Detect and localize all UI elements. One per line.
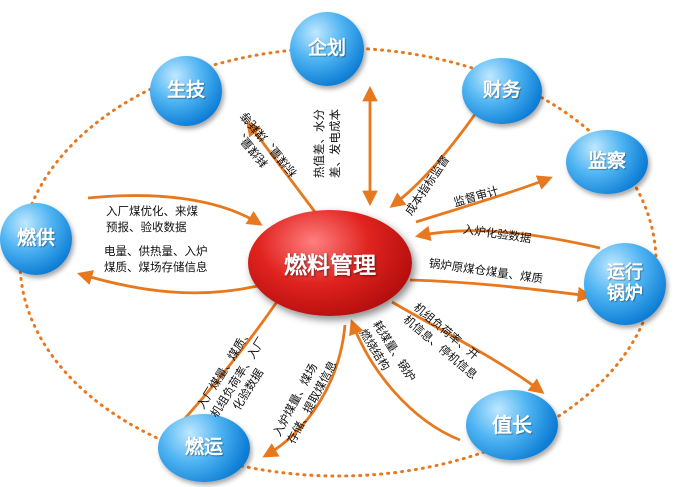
arrow-ranyun-to-center bbox=[176, 287, 287, 427]
label-ranggong-out: 电量、供热量、入炉 煤质、煤场存储信息 bbox=[104, 244, 208, 275]
node-ranggong: 燃供 bbox=[0, 203, 72, 275]
node-yunxing-text: 运行锅炉 bbox=[607, 262, 643, 304]
label-qihua: 热值差、水分 差、发电成本 bbox=[312, 109, 343, 178]
node-qihua: 企划 bbox=[290, 12, 364, 86]
arrow-center-to-shengji bbox=[246, 120, 317, 213]
node-ranyun: 燃运 bbox=[158, 414, 250, 482]
arrow-center-to-ranggong bbox=[77, 270, 263, 295]
label-ranggong-in-line1: 入厂煤优化、来煤 bbox=[106, 204, 198, 218]
node-shengji: 生技 bbox=[150, 56, 222, 126]
label-ranggong-out-line1: 电量、供热量、入炉 bbox=[104, 244, 208, 258]
node-caiwu: 财务 bbox=[462, 58, 542, 124]
arrow-ranggong-to-center bbox=[87, 194, 263, 226]
arrow-zhizhang-to-center bbox=[349, 319, 461, 442]
node-zhizhang: 值长 bbox=[466, 390, 558, 460]
arrow-caiwu-to-center bbox=[389, 109, 480, 208]
label-qihua-line2: 差、发电成本 bbox=[327, 109, 342, 178]
arrow-center-to-yunxing bbox=[409, 278, 594, 303]
label-qihua-line1: 热值差、水分 bbox=[312, 109, 326, 178]
arrow-yunxing-to-center bbox=[414, 225, 601, 250]
label-ranggong-out-line2: 煤质、煤场存储信息 bbox=[104, 259, 208, 274]
center-node-fuel-management: 燃料管理 bbox=[248, 210, 412, 316]
node-yunxing-guolu: 运行锅炉 bbox=[584, 243, 666, 325]
node-jiancha: 监察 bbox=[566, 130, 648, 194]
label-ranggong-in: 入厂煤优化、来煤 预报、验收数据 bbox=[106, 204, 198, 235]
arrow-center-to-ranyun bbox=[262, 324, 347, 458]
arrow-center-to-jiancha bbox=[415, 175, 553, 224]
arrow-center-to-zhizhang bbox=[391, 300, 545, 394]
label-ranggong-in-line2: 预报、验收数据 bbox=[106, 219, 187, 234]
